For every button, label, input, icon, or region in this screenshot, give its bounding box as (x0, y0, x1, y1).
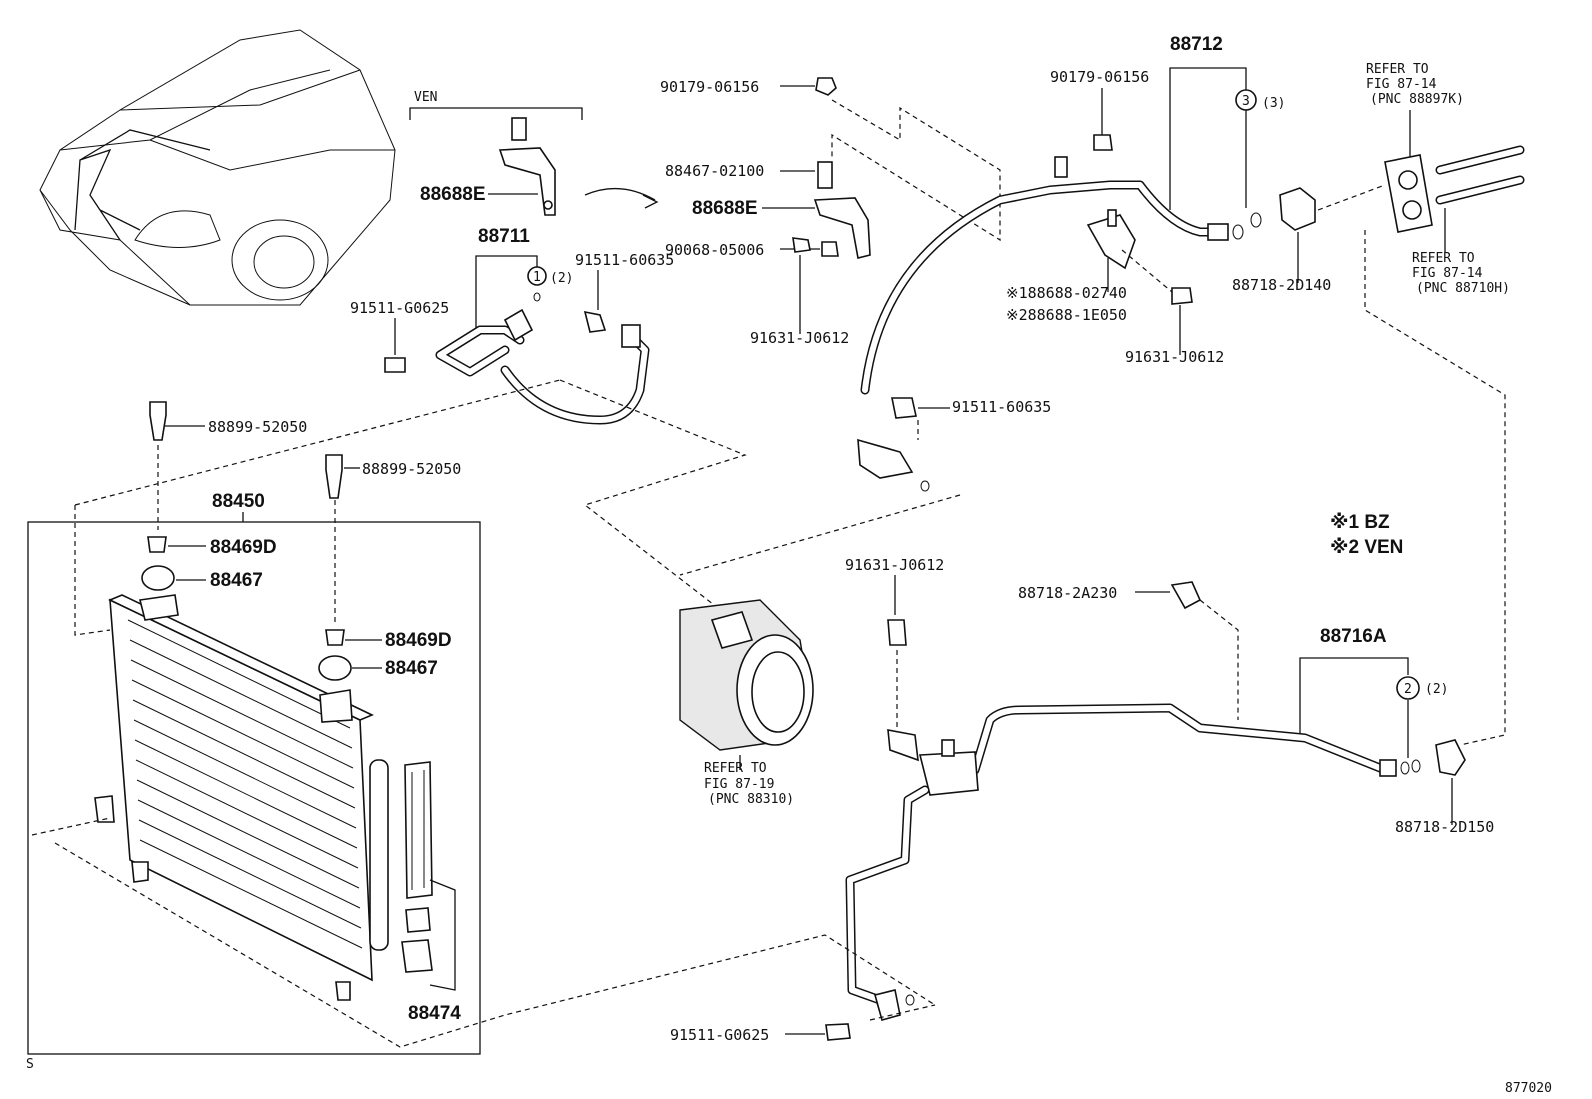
corner-mark: S (26, 1057, 34, 1072)
refer-b-line2: FIG 87-14 (1412, 266, 1483, 281)
label-91511-G0625-a: 91511-G0625 (350, 299, 449, 317)
label-90068-05006: 90068-05006 (665, 241, 764, 259)
label-88469D-a: 88469D (210, 537, 277, 558)
figure-number: 877020 (1505, 1081, 1552, 1096)
hose-88712-group: 88712 3 (3) 90179-06156 ※188688-02740 ※2… (857, 34, 1285, 492)
circle-3-qty: (3) (1262, 96, 1285, 111)
refer-c-line2: FIG 87-19 (704, 777, 774, 792)
vehicle-outline-illustration (39, 29, 396, 306)
label-91631-J0612-b: 91631-J0612 (1125, 348, 1224, 366)
circle-2-number: 2 (1404, 682, 1412, 697)
refer-a-line2: FIG 87-14 (1366, 77, 1437, 92)
label-91631-J0612-a: 91631-J0612 (750, 329, 849, 347)
label-88467-02100: 88467-02100 (665, 162, 764, 180)
condenser-fins (127, 619, 363, 949)
label-90179-06156-a: 90179-06156 (660, 78, 759, 96)
label-88716A: 88716A (1320, 626, 1387, 647)
label-88718-2D150: 88718-2D150 (1395, 818, 1494, 836)
pipe-88716A-group: 91631-J0612 88718-2A230 88716A 2 (2) 887… (670, 556, 1494, 1044)
label-88718-2A230: 88718-2A230 (1018, 584, 1117, 602)
label-90179-06156-b: 90179-06156 (1050, 68, 1149, 86)
label-88467-b: 88467 (385, 658, 438, 679)
ven-label: VEN (414, 90, 437, 105)
label-91511-60635-a: 91511-60635 (575, 251, 674, 269)
label-note2-88688-1E050: ※288688-1E050 (1006, 306, 1127, 324)
refer-c-line3: (PNC 88310) (708, 792, 794, 807)
label-88718-2D140: 88718-2D140 (1232, 276, 1331, 294)
label-91631-J0612-c: 91631-J0612 (845, 556, 944, 574)
label-88712: 88712 (1170, 34, 1223, 55)
circle-2-qty: (2) (1425, 682, 1448, 697)
refer-87-14-group: REFER TO FIG 87-14 (PNC 88897K) REFER TO… (1232, 62, 1525, 746)
label-88711: 88711 (478, 226, 530, 247)
circle-3-number: 3 (1242, 94, 1250, 109)
refer-b-line3: (PNC 88710H) (1416, 281, 1510, 296)
refer-a-line1: REFER TO (1366, 62, 1429, 77)
label-88899-52050-a: 88899-52050 (208, 418, 307, 436)
compressor-illustration: REFER TO FIG 87-19 (PNC 88310) (559, 379, 961, 807)
label-88688E-b: 88688E (692, 198, 758, 219)
label-88467-a: 88467 (210, 570, 263, 591)
label-88688E-a: 88688E (420, 184, 486, 205)
refer-b-line1: REFER TO (1412, 251, 1475, 266)
legend-note-1: ※1 BZ (1330, 512, 1390, 533)
condenser-group: 88899-52050 88899-52050 88450 88469D 884… (27, 379, 936, 1055)
hose-88711-group: 88711 1 (2) 91511-G0625 91511-60635 (350, 226, 674, 425)
refer-a-line3: (PNC 88897K) (1370, 92, 1464, 107)
refer-c-line1: REFER TO (704, 761, 767, 776)
ven-bracket-group: VEN 88688E (409, 90, 659, 216)
circle-1-qty: (2) (550, 271, 573, 286)
legend: ※1 BZ ※2 VEN (1330, 512, 1403, 558)
label-88899-52050-b: 88899-52050 (362, 460, 461, 478)
circle-1-number: 1 (533, 270, 541, 285)
label-88450: 88450 (212, 491, 265, 512)
legend-note-2: ※2 VEN (1330, 537, 1403, 558)
label-note1-88688-02740: ※188688-02740 (1006, 284, 1127, 302)
label-91511-60635-b: 91511-60635 (952, 398, 1051, 416)
label-88474: 88474 (408, 1003, 461, 1024)
label-88469D-b: 88469D (385, 630, 452, 651)
upper-bracket-group: 90179-06156 88467-02100 88688E 90068-050… (660, 77, 1001, 347)
label-91511-G0625-b: 91511-G0625 (670, 1026, 769, 1044)
